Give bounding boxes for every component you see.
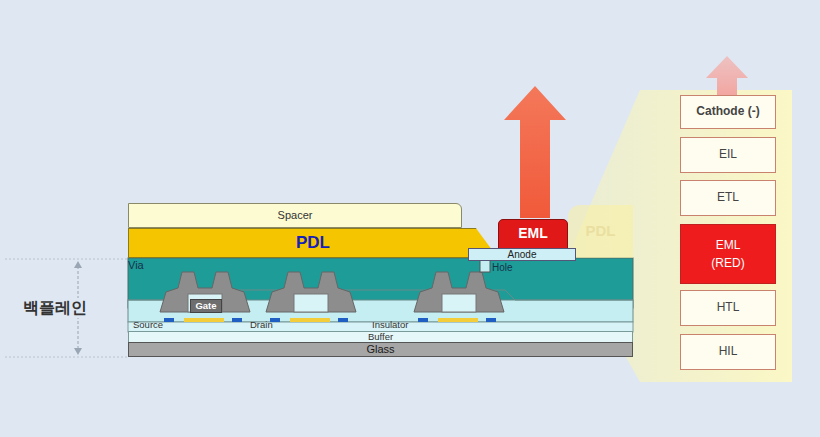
anode-layer: Anode (468, 248, 576, 261)
pdl-layer-faded: PDL (568, 205, 633, 258)
layer-text: EML (518, 226, 548, 241)
glass-substrate: Glass (128, 342, 633, 357)
gate-electrode: Gate (190, 299, 222, 313)
layer-text: HIL (719, 345, 738, 358)
layer-text: Via (128, 259, 144, 271)
eml-box: EML (498, 219, 568, 249)
pdl-layer: PDL (128, 228, 498, 258)
layer-text: PDL (586, 223, 616, 240)
insulator-label: Insulator (372, 320, 408, 330)
layer-text: Cathode (-) (696, 105, 759, 118)
layer-text: Anode (508, 249, 537, 260)
layer-text: ETL (717, 191, 739, 204)
backplane-label: 백플레인 (20, 298, 90, 318)
via-layer: Via (128, 258, 468, 273)
hole-label: Hole (492, 262, 513, 273)
layer-text: HTL (717, 301, 740, 314)
layer-text: EML (RED) (703, 236, 753, 272)
layer-text: Glass (366, 343, 394, 355)
etl-layer: ETL (680, 180, 776, 216)
eml-red-layer: EML (RED) (680, 224, 776, 284)
layer-text: Gate (195, 301, 216, 311)
drain-label: Drain (250, 320, 273, 330)
source-label: Source (133, 320, 163, 330)
layer-text: EIL (719, 148, 737, 161)
layer-text: PDL (296, 234, 330, 253)
htl-layer: HTL (680, 290, 776, 326)
spacer-layer: Spacer (128, 203, 462, 228)
layer-text: Buffer (368, 332, 393, 342)
hil-layer: HIL (680, 334, 776, 370)
cathode-layer: Cathode (-) (680, 95, 776, 129)
eil-layer: EIL (680, 137, 776, 173)
layer-text: Spacer (278, 209, 313, 221)
